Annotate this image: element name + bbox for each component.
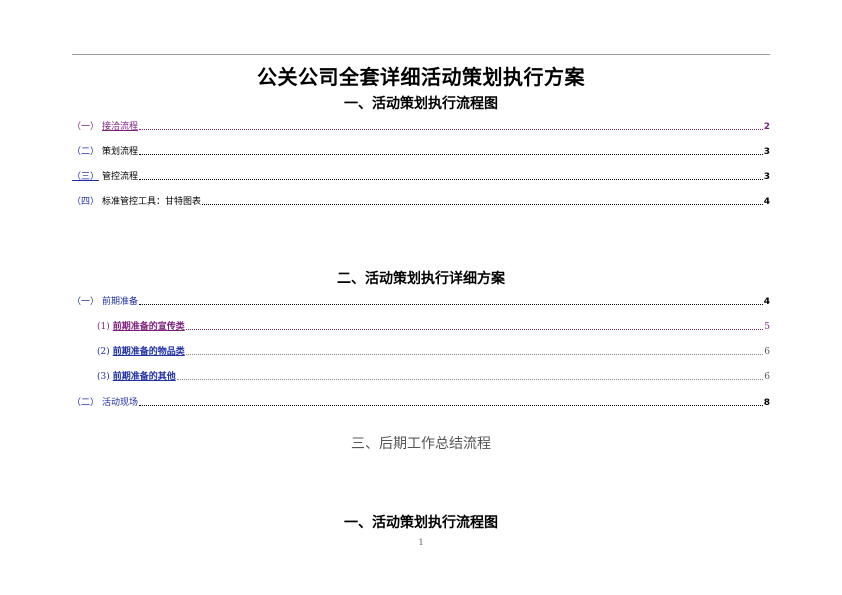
toc-dot-leader xyxy=(185,354,764,355)
toc-entry-number: （一） xyxy=(72,122,100,132)
toc-entry-number: (1) xyxy=(97,322,110,332)
toc-entry-preparation-publicity[interactable]: (1) 前期准备的宣传类 5 xyxy=(97,319,770,333)
toc-entry-label[interactable]: 管控流程 xyxy=(102,172,139,182)
toc-entry-number: （三） xyxy=(72,172,100,182)
toc-entry-number: （四） xyxy=(72,197,100,207)
toc-entry-event-site[interactable]: （二） 活动现场 8 xyxy=(72,395,770,409)
toc-dot-leader xyxy=(202,204,763,205)
toc-entry-label[interactable]: 活动现场 xyxy=(102,398,139,408)
toc-entry-number: (3) xyxy=(97,372,110,382)
toc-entry-label[interactable]: 前期准备 xyxy=(102,297,139,307)
toc-page-number: 2 xyxy=(763,122,770,132)
toc-entry-preparation[interactable]: （一） 前期准备 4 xyxy=(72,294,770,308)
toc-entry-label[interactable]: 标准管控工具：甘特图表 xyxy=(102,197,202,207)
toc-page-number: 6 xyxy=(764,347,770,357)
toc-dot-leader xyxy=(139,304,763,305)
toc-dot-leader xyxy=(176,379,764,380)
document-title: 公关公司全套详细活动策划执行方案 xyxy=(257,65,585,89)
toc-dot-leader xyxy=(139,154,763,155)
section-heading-1-body: 一、活动策划执行流程图 xyxy=(344,515,498,531)
page-number: 1 xyxy=(418,538,424,547)
toc-page-number: 3 xyxy=(763,147,770,157)
toc-page-number: 4 xyxy=(763,297,770,307)
toc-entry-label[interactable]: 接洽流程 xyxy=(102,122,139,132)
section-heading-1: 一、活动策划执行流程图 xyxy=(344,96,498,112)
toc-page-number: 5 xyxy=(764,322,770,332)
toc-entry-control-process[interactable]: （三） 管控流程 3 xyxy=(72,169,770,183)
toc-page-number: 4 xyxy=(763,197,770,207)
toc-entry-number: （二） xyxy=(72,147,100,157)
toc-entry-label[interactable]: 前期准备的物品类 xyxy=(112,347,185,357)
section-heading-3: 三、后期工作总结流程 xyxy=(351,436,491,452)
toc-entry-number: （二） xyxy=(72,398,100,408)
toc-entry-label[interactable]: 策划流程 xyxy=(102,147,139,157)
toc-entry-label[interactable]: 前期准备的宣传类 xyxy=(112,322,185,332)
toc-entry-gantt-chart[interactable]: （四） 标准管控工具：甘特图表 4 xyxy=(72,194,770,208)
toc-page-number: 6 xyxy=(764,372,770,382)
section-heading-2: 二、活动策划执行详细方案 xyxy=(337,271,505,287)
toc-dot-leader xyxy=(139,405,763,406)
toc-entry-preparation-other[interactable]: (3) 前期准备的其他 6 xyxy=(97,369,770,383)
toc-entry-label[interactable]: 前期准备的其他 xyxy=(112,372,176,382)
toc-entry-intake-process[interactable]: （一） 接洽流程 2 xyxy=(72,119,770,133)
toc-entry-preparation-supplies[interactable]: (2) 前期准备的物品类 6 xyxy=(97,344,770,358)
toc-entry-number: (2) xyxy=(97,347,110,357)
header-rule xyxy=(72,54,770,55)
toc-page-number: 8 xyxy=(763,398,770,408)
toc-dot-leader xyxy=(139,129,763,130)
toc-dot-leader xyxy=(185,329,764,330)
toc-entry-number: （一） xyxy=(72,297,100,307)
toc-entry-planning-process[interactable]: （二） 策划流程 3 xyxy=(72,144,770,158)
toc-dot-leader xyxy=(139,179,763,180)
toc-page-number: 3 xyxy=(763,172,770,182)
